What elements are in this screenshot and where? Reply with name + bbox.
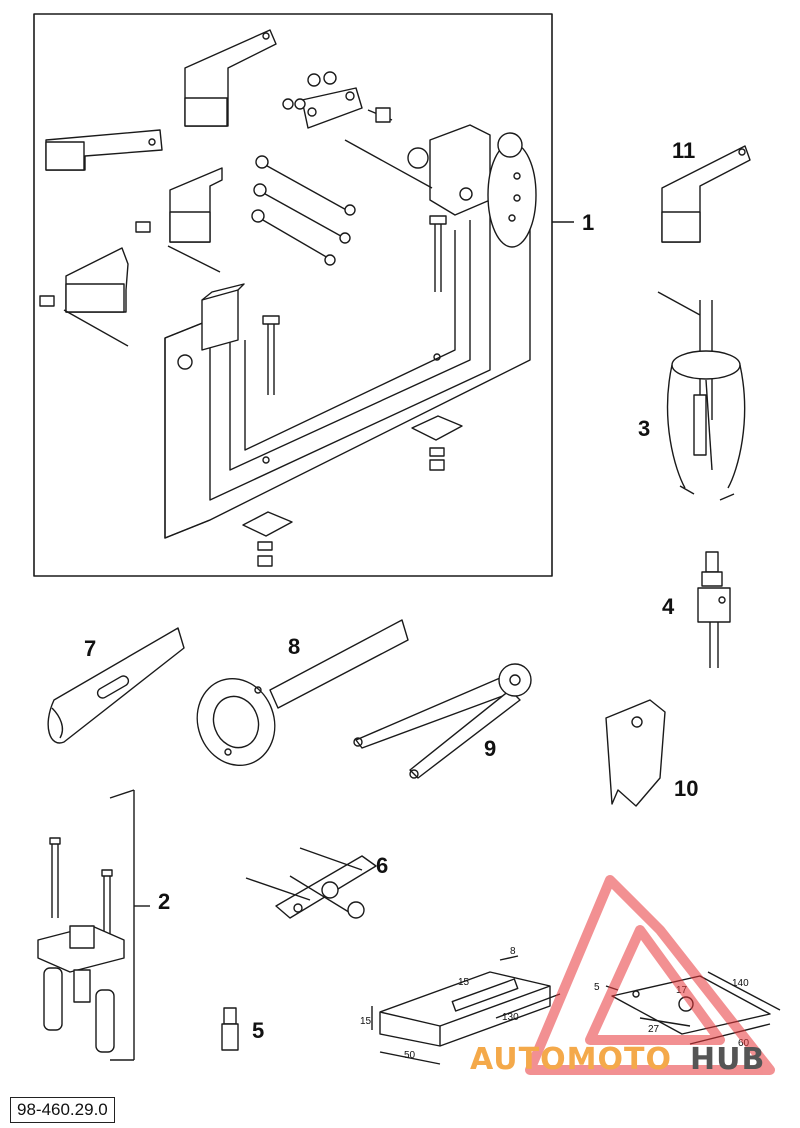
watermark-text-part2: HUB [690,1042,766,1077]
callout-7: 7 [84,636,97,661]
callout-2: 2 [158,889,171,914]
bracket-tool-11 [661,145,751,243]
callout-5: 5 [252,1018,265,1043]
extractor-tool-4 [697,551,731,668]
dim-130: 130 [502,1012,519,1023]
callout-4: 4 [662,594,675,619]
callout-9: 9 [484,736,497,761]
engine-stand-frame-box [33,13,553,577]
pin-spanner-9 [353,663,532,779]
callout-6: 6 [376,853,389,878]
dim-140: 140 [732,978,749,989]
callout-11: 11 [672,138,696,163]
dim-15-top: 15 [458,977,470,988]
watermark-logo-icon [525,875,775,1075]
dim-15-side: 15 [360,1016,372,1027]
ring-holder-tool-8 [196,619,409,767]
dim-50: 50 [404,1050,416,1061]
dim-5: 5 [594,982,600,993]
document-id: 98-460.29.0 [10,1097,115,1123]
puller-bar-6 [245,847,377,919]
small-pin-tool-5 [221,1007,239,1051]
callout-1: 1 [582,210,595,235]
callout-8: 8 [288,634,301,659]
three-jaw-puller-3 [657,291,746,501]
fixture-tool-2 [37,789,150,1061]
dim-27: 27 [648,1024,660,1035]
callout-3: 3 [638,416,651,441]
engine-stand-assembly [39,29,537,567]
callout-10: 10 [674,776,699,801]
hook-spanner-7 [47,627,185,744]
wooden-block-drawing [371,955,561,1065]
gauge-plate-10 [605,699,666,807]
watermark-text-part1: AUTOMOTO [470,1042,672,1077]
dim-8: 8 [510,946,516,957]
